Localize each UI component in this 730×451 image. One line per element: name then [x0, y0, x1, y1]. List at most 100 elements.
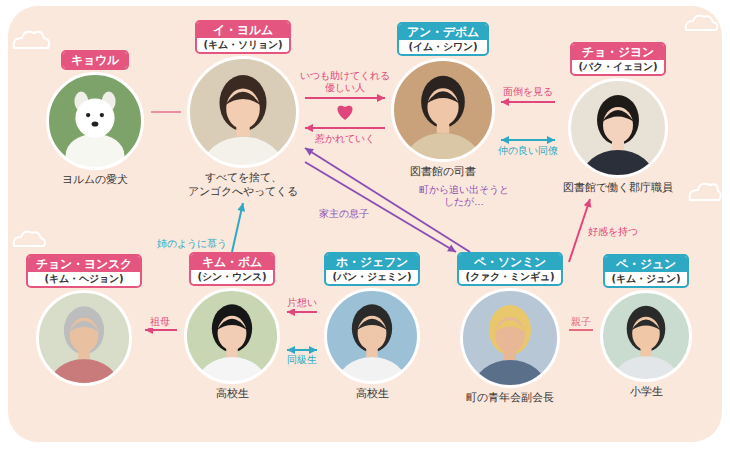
portrait-photo	[36, 290, 132, 386]
photo-ring	[462, 290, 559, 387]
hair	[421, 76, 465, 128]
arrowhead	[501, 98, 509, 106]
actor-name: (パン・ジェミン)	[326, 270, 417, 284]
photo-ring	[186, 290, 279, 383]
name-tab: アン・デボム(イム・シワン)	[397, 22, 489, 56]
photo-ring	[393, 60, 494, 161]
hair	[489, 305, 531, 355]
relation-connector	[232, 203, 245, 252]
hair	[627, 306, 666, 352]
relation-connector	[569, 330, 593, 331]
hair-fringe	[69, 321, 100, 333]
character-node: ホ・ジェフン(パン・ジェミン)高校生	[317, 252, 427, 405]
hair	[219, 75, 266, 131]
edge-label: 家主の息子	[318, 208, 370, 220]
name-tab: ペ・ソンミン(クァク・ミンギュ)	[457, 252, 562, 286]
shoulders	[336, 357, 407, 384]
photo-content	[187, 56, 299, 168]
arrowhead	[305, 148, 314, 156]
arrowhead	[237, 203, 245, 212]
character-node: キム・ボム(シン・ウンス) 高校生	[177, 252, 287, 405]
edge-label: 面倒を見る	[502, 86, 554, 98]
character-name: アン・デボム	[399, 24, 487, 40]
arrowhead	[547, 136, 555, 144]
relation-connector	[501, 136, 555, 144]
photo-content	[36, 290, 132, 386]
character-name: イ・ヨルム	[197, 22, 288, 38]
actor-name: (キム・ソリョン)	[197, 38, 288, 52]
character-description: 図書館で働く郡庁職員	[555, 181, 681, 195]
character-name: キム・ボム	[191, 254, 272, 270]
face	[358, 316, 387, 351]
connector-line	[569, 329, 593, 331]
actor-name: (シン・ウンス)	[191, 270, 272, 284]
photo-ring	[570, 80, 667, 177]
name-tab: チョ・ジヨン(パク・イェヨン)	[570, 42, 665, 76]
arrowhead	[309, 346, 317, 354]
name-tab: イ・ヨルム(キム・ソリョン)	[195, 20, 290, 54]
name-tab: ホ・ジェフン(パン・ジェミン)	[324, 252, 419, 286]
dog-head	[75, 98, 114, 137]
hair	[64, 306, 104, 354]
character-description: 小学生	[593, 385, 699, 399]
hair	[212, 304, 252, 352]
character-node: イ・ヨルム(キム・ソリョン) すべてを捨て、 アンゴクへやってくる	[181, 20, 305, 203]
arrowhead	[287, 308, 295, 316]
character-description: すべてを捨て、 アンゴクへやってくる	[181, 171, 305, 199]
hair-fringe	[602, 110, 634, 122]
photo-content	[184, 288, 280, 384]
connector-line	[501, 139, 555, 141]
photo-content	[324, 288, 420, 384]
character-name: チョン・ヨンスク	[28, 256, 140, 272]
arrowhead	[305, 124, 313, 132]
character-name: ペ・ソンミン	[459, 254, 560, 270]
photo-ring	[326, 290, 419, 383]
cloud-doodle	[690, 184, 721, 200]
face	[603, 107, 633, 143]
dog-eye	[100, 113, 104, 117]
character-name: ペ・ジュン	[605, 256, 686, 272]
hair-fringe	[357, 319, 388, 331]
character-node: ペ・ジュン(キム・ジュン) 小学生	[593, 254, 699, 403]
name-tab: ペ・ジュン(キム・ジュン)	[603, 254, 688, 288]
arrowhead	[447, 244, 456, 252]
edge-label: 姉のように慕う	[156, 238, 228, 250]
portrait-photo	[391, 58, 495, 162]
character-description: 図書館の司書	[385, 165, 501, 179]
character-node: チョ・ジヨン(パク・イェヨン) 図書館で働く郡庁職員	[555, 42, 681, 199]
arrowhead	[287, 346, 295, 354]
connector-line	[305, 97, 385, 99]
cloud-doodles	[14, 16, 721, 246]
actor-name: (クァク・ミンギュ)	[459, 270, 560, 284]
name-tab: キョウル	[61, 50, 129, 70]
edge-label: いつも助けてくれる 優しい人	[299, 70, 391, 94]
character-description: 高校生	[177, 387, 287, 401]
portrait-photo	[187, 56, 299, 168]
name-tab: キム・ボム(シン・ウンス)	[189, 252, 274, 286]
edge-label: 片想い	[286, 297, 318, 309]
character-node: アン・デボム(イム・シワン) 図書館の司書	[385, 22, 501, 183]
face	[218, 316, 247, 351]
photo-ring	[189, 58, 298, 167]
character-description: 町の青年会副会長	[451, 391, 569, 405]
character-name: ホ・ジェフン	[326, 254, 417, 270]
photo-content	[391, 58, 495, 162]
edge-label: 好感を持つ	[587, 226, 639, 238]
arrowhead	[377, 94, 385, 102]
photo-ring	[602, 292, 691, 381]
relation-connector	[305, 124, 385, 132]
name-tab: チョン・ヨンスク(キム・ヘジョン)	[26, 254, 142, 288]
connector-line	[501, 101, 555, 103]
actor-name: (パク・イェヨン)	[572, 60, 663, 74]
hair-fringe	[217, 319, 248, 331]
cloud-doodle	[686, 16, 718, 30]
arrowhead	[501, 136, 509, 144]
relation-connector	[287, 308, 317, 316]
photo-content	[460, 288, 560, 388]
dog-nose	[92, 121, 99, 126]
face	[70, 318, 99, 353]
actor-name: (イム・シワン)	[399, 40, 487, 54]
portrait-photo	[460, 288, 560, 388]
character-node: チョン・ヨンスク(キム・ヘジョン)	[23, 254, 145, 390]
